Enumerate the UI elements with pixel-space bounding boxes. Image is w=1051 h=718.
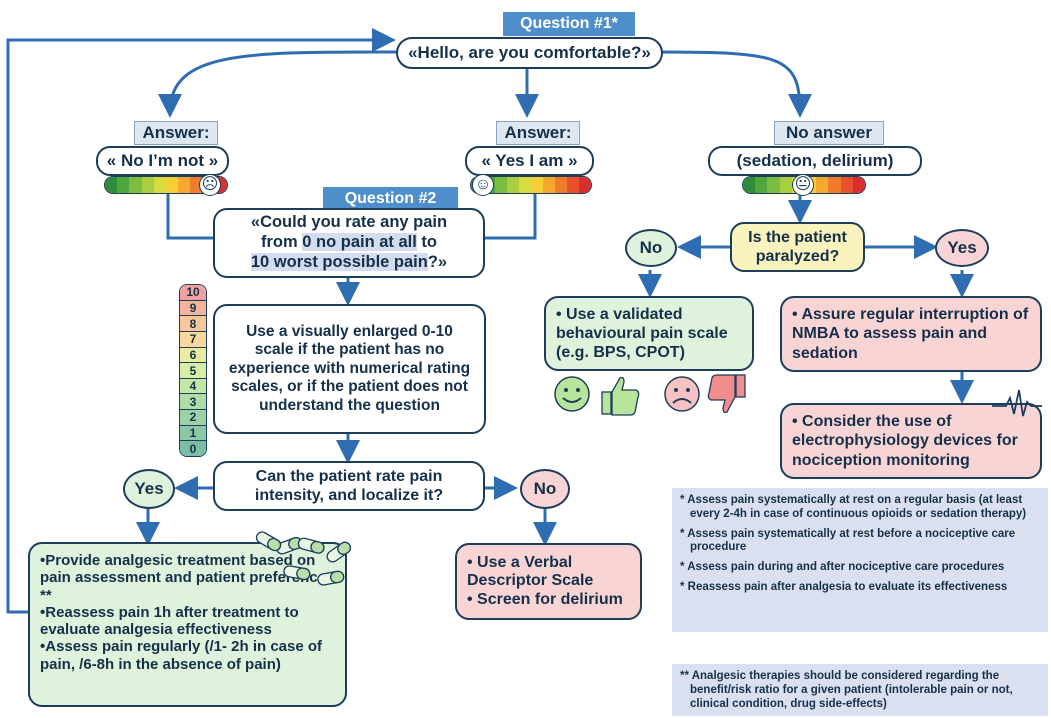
happy-face-icon: ☺ <box>472 174 494 196</box>
sad-face-icon: ☹ <box>199 174 221 196</box>
footnotes-list: * Assess pain systematically at rest on … <box>680 494 1040 595</box>
answer-no-box: « No I’m not » <box>96 146 229 176</box>
question-1-box: «Hello, are you comfortable?» <box>396 37 663 69</box>
nrs-level: 5 <box>180 363 206 379</box>
nrs-level: 10 <box>180 285 206 301</box>
enlarged-scale-box: Use a visually enlarged 0-10 scale if th… <box>213 304 486 434</box>
no-right-circle: No <box>625 229 677 267</box>
answer-yes-box: « Yes I am » <box>465 146 594 176</box>
smiley-face-icon <box>554 376 590 412</box>
nrs-level: 8 <box>180 316 206 332</box>
answer-no-label: Answer: <box>134 121 218 145</box>
analgesic-treatment-box: •Provide analgesic treatment based on pa… <box>28 542 347 707</box>
behaviour-icons <box>554 374 746 416</box>
footnote-analgesic: ** Analgesic therapies should be conside… <box>680 670 1013 710</box>
pills-icon <box>255 531 352 586</box>
thumbs-up-icon <box>601 376 640 416</box>
q2-text-end: ?» <box>427 252 448 271</box>
q2-highlight-ten: 10 worst possible pain <box>250 252 428 271</box>
q2-text: from <box>260 233 303 252</box>
question-2-tag: Question #2 <box>323 187 458 211</box>
yes-left-circle: Yes <box>123 469 175 509</box>
question-2-line-2: from 0 no pain at all to <box>261 233 437 253</box>
no-answer-box: (sedation, delirium) <box>708 146 922 176</box>
nrs-level: 1 <box>180 425 206 442</box>
verbal-item: • Screen for delirium <box>467 590 623 608</box>
verbal-item: • Use a Verbal Descriptor Scale <box>467 553 594 590</box>
yes-right-circle: Yes <box>935 229 989 267</box>
nrs-level: 9 <box>180 300 206 317</box>
nrs-level: 0 <box>180 441 206 456</box>
footnote-item: * Assess pain systematically at rest on … <box>680 494 1027 520</box>
question-2-line-1: «Could you rate any pain <box>250 213 448 232</box>
no-answer-label: No answer <box>774 121 884 145</box>
question-1-tag: Question #1* <box>503 12 635 36</box>
nrs-level: 7 <box>180 331 206 348</box>
neutral-face-icon: 😐 <box>792 174 814 196</box>
verbal-list: • Use a Verbal Descriptor Scale• Screen … <box>467 554 630 609</box>
verbal-scale-box: • Use a Verbal Descriptor Scale• Screen … <box>455 543 642 620</box>
nmba-box: • Assure regular interruption of NMBA to… <box>780 296 1042 372</box>
sad-face-icon-behaviour <box>664 376 700 412</box>
thumbs-down-icon <box>707 374 746 414</box>
footnote-item: * Assess pain systematically at rest bef… <box>680 527 1016 554</box>
nrs-level: 6 <box>180 347 206 364</box>
analgesic-item: •Assess pain regularly (/1- 2h in case o… <box>40 638 323 673</box>
analgesic-list: •Provide analgesic treatment based on pa… <box>40 552 335 673</box>
nrs-level: 3 <box>180 394 206 411</box>
footnote-item: * Assess pain during and after nocicepti… <box>680 561 1005 574</box>
nrs-level: 2 <box>180 410 206 426</box>
question-2-box: «Could you rate any pain from 0 no pain … <box>213 208 485 278</box>
ecg-signal-icon <box>992 389 1042 417</box>
question-2-line-3: 10 worst possible pain?» <box>250 252 448 273</box>
footnote-2-box: ** Analgesic therapies should be conside… <box>672 664 1048 716</box>
q2-text-to: to <box>416 233 438 252</box>
electrophysiology-box: • Consider the use of electrophysiology … <box>780 403 1042 479</box>
behavioural-scale-box: • Use a validated behavioural pain scale… <box>544 296 754 371</box>
analgesic-item: •Provide analgesic treatment based on pa… <box>40 552 335 604</box>
can-rate-box: Can the patient rate pain intensity, and… <box>213 461 485 511</box>
nrs-level: 4 <box>180 378 206 395</box>
footnotes-box: * Assess pain systematically at rest on … <box>672 488 1048 632</box>
answer-yes-label: Answer: <box>496 121 580 145</box>
analgesic-item: •Reassess pain 1h after treatment to eva… <box>40 603 299 638</box>
footnote-item: * Reassess pain after analgesia to evalu… <box>680 580 1008 593</box>
q2-highlight-zero: 0 no pain at all <box>302 233 417 252</box>
paralyzed-box: Is the patient paralyzed? <box>730 222 865 272</box>
no-mid-circle: No <box>520 469 570 509</box>
